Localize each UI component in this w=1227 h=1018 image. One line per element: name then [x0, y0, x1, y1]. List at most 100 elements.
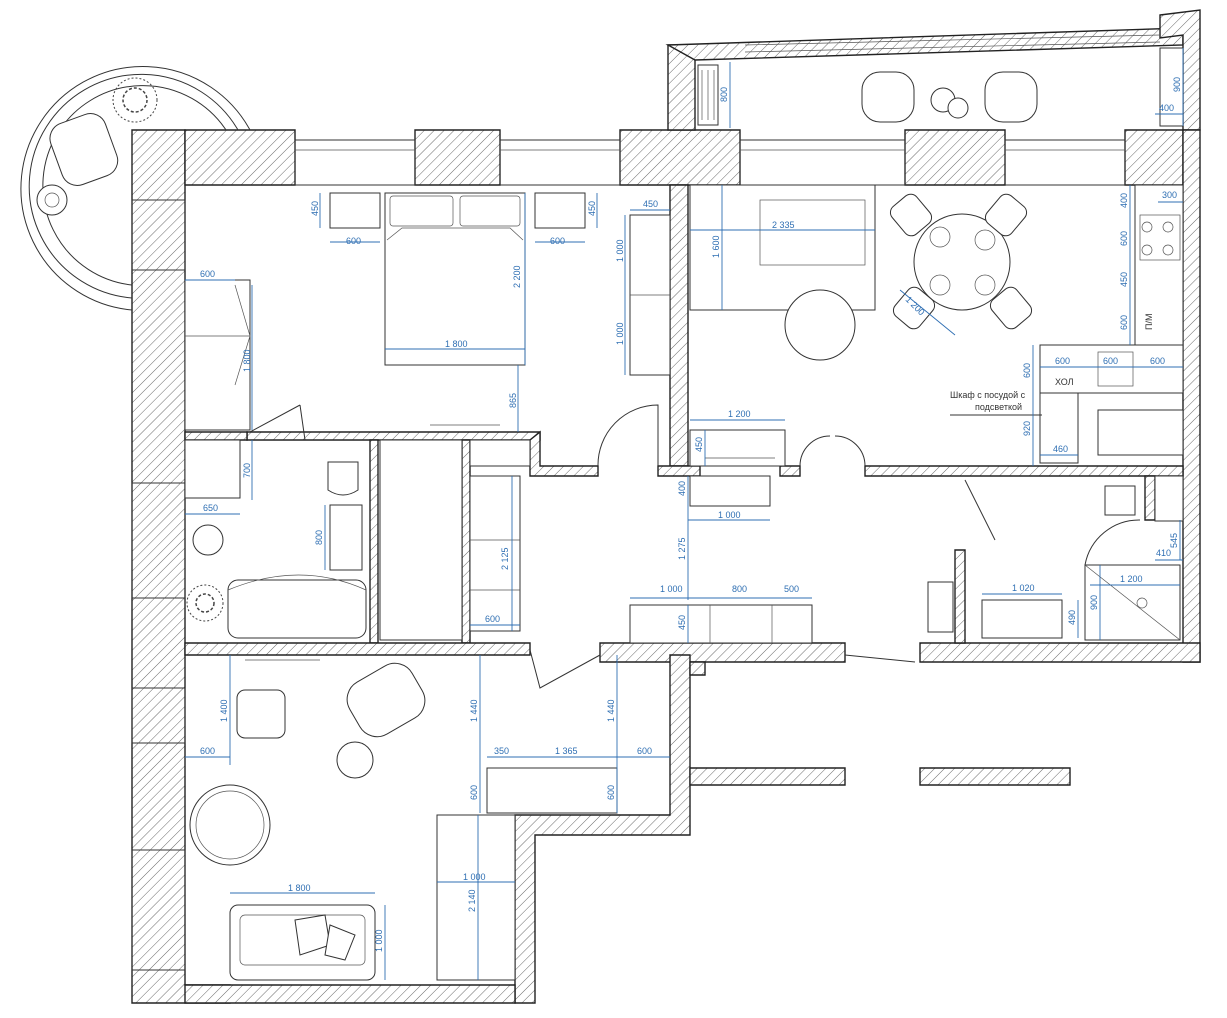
wardrobe-bedroom [184, 279, 251, 431]
balcony-table-2 [947, 97, 969, 119]
dim-kitchen-300: 300 [1162, 190, 1177, 200]
dining-table [913, 213, 1011, 311]
window-west-3 [131, 687, 186, 744]
dining-chair-3 [892, 286, 936, 330]
wall-stub-3 [689, 661, 706, 676]
kitchen-rug [784, 289, 856, 361]
kitchen-tv-stand [689, 429, 786, 467]
window-west-2 [131, 482, 186, 599]
dining-chair-2 [984, 193, 1028, 237]
dim-kitchen-sofa-w: 2 335 [772, 220, 795, 230]
dim-hall-400: 400 [677, 481, 687, 496]
wc-toilet [1104, 485, 1136, 516]
bay-side-table [36, 184, 68, 216]
plant-icon [112, 77, 158, 123]
dim-kitchen-sofa-d: 1 600 [711, 235, 721, 258]
dim-kitchen-460: 460 [1053, 444, 1068, 454]
wall-stub-1 [689, 767, 846, 786]
wall-liv-right [514, 654, 691, 1004]
dim-living-cab-w: 1 000 [463, 872, 486, 882]
corridor [469, 404, 916, 689]
dim-nightstand-left: 600 [346, 236, 361, 246]
bedroom [184, 192, 671, 441]
wall-kit-bottom-a [657, 465, 701, 477]
balcony-armchair-2 [984, 71, 1038, 123]
dim-wc-1020: 1 020 [1012, 583, 1035, 593]
wall-top-pier-2 [619, 129, 741, 186]
dim-living-cab-h: 2 140 [467, 889, 477, 912]
dim-living-600c: 600 [469, 785, 479, 800]
bay-armchair [49, 113, 119, 186]
wall-kit-bottom-b [779, 465, 801, 477]
label-hol: ХОЛ [1055, 377, 1074, 387]
dim-living-600d: 600 [606, 785, 616, 800]
bath-sink [192, 524, 224, 556]
dim-bed-length: 2 200 [512, 265, 522, 288]
living-sideboard [486, 767, 618, 814]
nightstand-left [329, 192, 381, 229]
dim-balcony-800: 800 [719, 87, 729, 102]
cabinet-note-1: Шкаф с посудой с [950, 390, 1026, 400]
corridor-wardrobe [469, 475, 521, 632]
label-pm: П/М [1144, 314, 1154, 330]
kitchen-counter-tall [1134, 184, 1184, 366]
walls [131, 9, 1201, 1004]
wc-cabinet [1154, 475, 1184, 522]
window-bedroom-1 [294, 139, 416, 186]
kitchen-cabinet-glass [1039, 392, 1079, 464]
dim-kitchen-tv-w: 1 200 [728, 409, 751, 419]
dim-wardrobe-w: 600 [200, 269, 215, 279]
dim-living-600b: 600 [637, 746, 652, 756]
wc [927, 475, 1184, 641]
laundry-closet [379, 439, 463, 641]
wall-top-pier-1 [414, 129, 501, 186]
dim-kitchen-920: 920 [1022, 421, 1032, 436]
sofa-pillow-2 [324, 924, 356, 961]
wall-kit-bottom-c [864, 465, 1184, 477]
dim-balcony-900: 900 [1172, 77, 1182, 92]
wall-liv-top-b [599, 642, 846, 663]
dim-shelf-top: 1 000 [615, 239, 625, 262]
dim-hall-1275: 1 275 [677, 537, 687, 560]
wall-bed-kit [669, 184, 689, 467]
wc-heater [927, 581, 954, 633]
dim-living-1440b: 1 440 [606, 699, 616, 722]
dim-bed-to-wall: 865 [508, 393, 518, 408]
dim-kitchen-tv-d: 450 [694, 437, 704, 452]
dim-living-1400: 1 400 [219, 699, 229, 722]
dim-living-sofa-w: 1 800 [288, 883, 311, 893]
living-armchair-1 [236, 689, 286, 739]
window-west-4 [131, 849, 186, 971]
dim-nightstand-right-depth: 450 [587, 201, 597, 216]
wall-stub-2 [919, 767, 1071, 786]
wall-liv-top [184, 642, 531, 656]
dim-nightstand-right: 600 [550, 236, 565, 246]
dim-wc-490: 490 [1067, 610, 1077, 625]
corridor-cabinet-top [469, 439, 531, 467]
door-living [529, 649, 601, 689]
cabinet-note-2: подсветкой [975, 402, 1022, 412]
dim-balcony-400: 400 [1159, 103, 1174, 113]
door-double-kitchen [799, 435, 866, 467]
dim-shelf-depth: 450 [643, 199, 658, 209]
wall-left-outer [131, 129, 231, 1004]
dim-corridor-600: 600 [485, 614, 500, 624]
dim-wardrobe-h: 1 800 [242, 349, 252, 372]
kitchen-counter-low [1039, 344, 1184, 394]
living-wardrobe [436, 814, 516, 981]
wall-bath-right [369, 439, 379, 644]
nightstand-right [534, 192, 586, 229]
wall-top-left [184, 129, 296, 186]
dim-living-sofa-d: 1 000 [374, 929, 384, 952]
dim-bath-tub: 800 [314, 530, 324, 545]
wall-bath-closet-right [461, 439, 471, 644]
bay-balcony [20, 66, 251, 311]
wall-bed-bottom [246, 431, 541, 441]
dim-wc-1200: 1 200 [1120, 574, 1143, 584]
dim-counter-600a: 600 [1055, 356, 1070, 366]
bathroom [184, 439, 463, 641]
hall-bench [629, 604, 813, 644]
dim-corridor-2125: 2 125 [500, 547, 510, 570]
kitchen [689, 184, 1184, 467]
